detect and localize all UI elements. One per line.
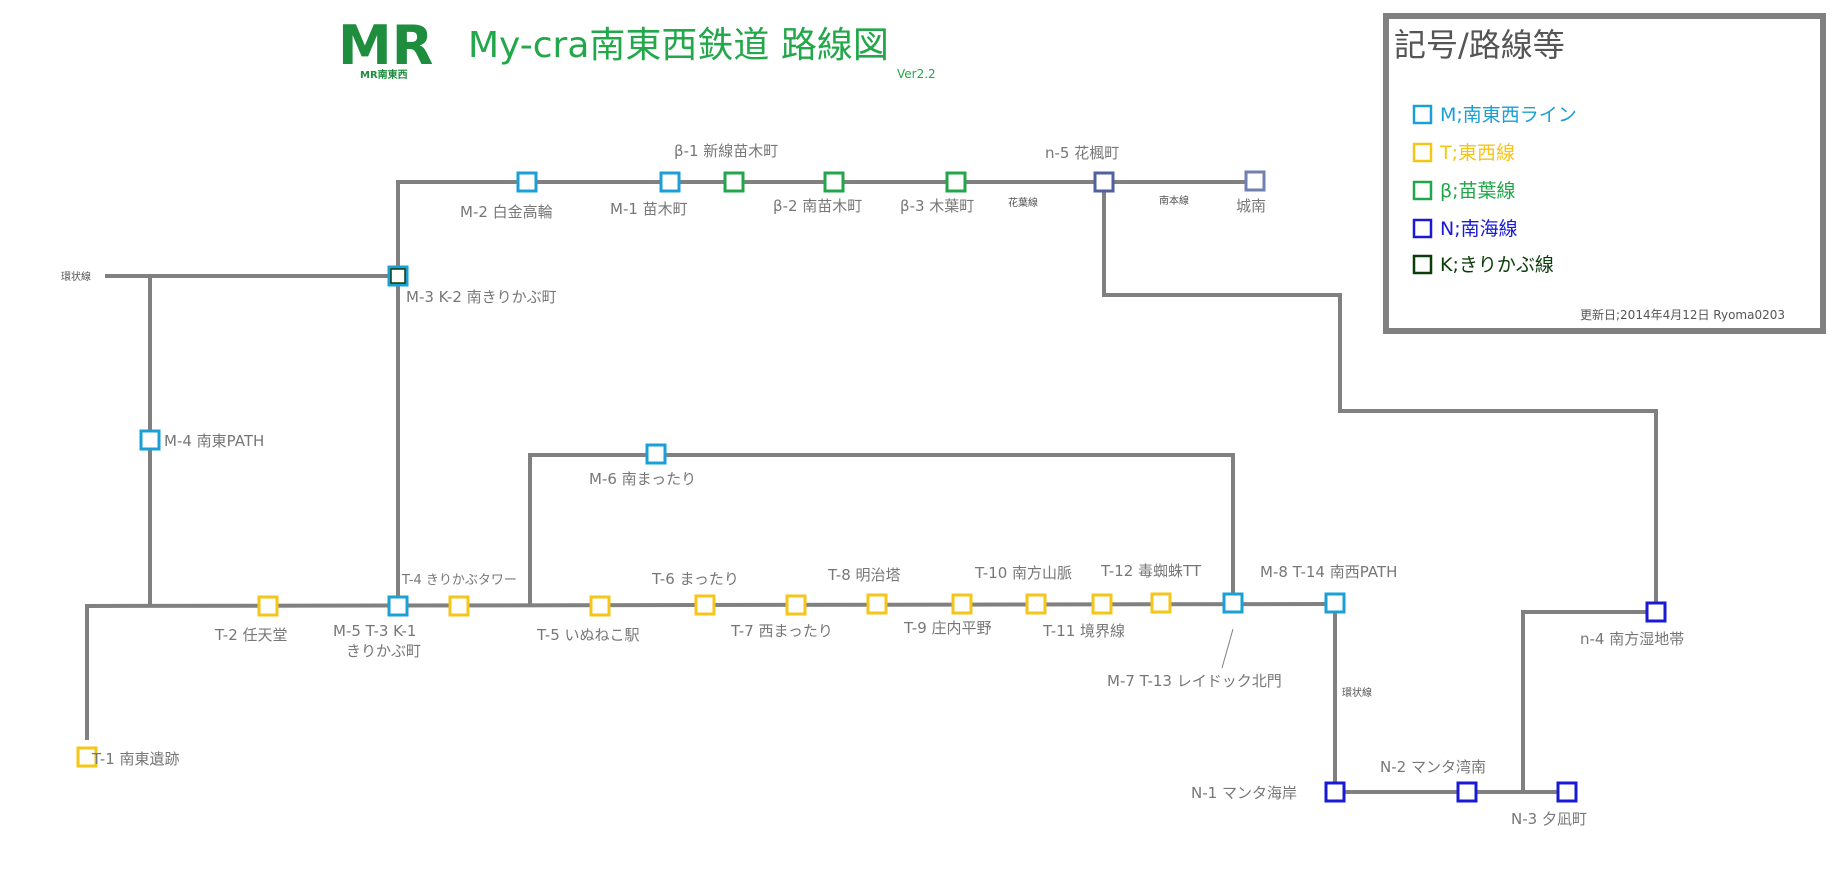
- station-m7t13[interactable]: [1222, 592, 1244, 614]
- station-m4[interactable]: [139, 429, 161, 451]
- station-t4[interactable]: [448, 595, 470, 617]
- station-b1[interactable]: [723, 171, 745, 193]
- label-t2: T-2 任天堂: [214, 626, 288, 644]
- track-lines: [85, 180, 1658, 794]
- label-t7: T-7 西まったり: [730, 622, 833, 640]
- leader-m7: [1221, 628, 1234, 669]
- legend-frame: [1383, 13, 1826, 334]
- legend-updated: 更新日;2014年4月12日 Ryoma0203: [1580, 307, 1785, 322]
- label-n2: N-2 マンタ湾南: [1380, 758, 1486, 776]
- track-n5-n4: [1102, 182, 1658, 612]
- label-m5t3k1-b: きりかぶ町: [346, 642, 421, 660]
- label-m1: M-1 苗木町: [610, 200, 688, 218]
- label-n1: N-1 マンタ海岸: [1191, 784, 1297, 802]
- legend-swatch-b: [1412, 180, 1433, 201]
- track-n3-n4: [1521, 610, 1656, 792]
- label-m4: M-4 南東PATH: [164, 432, 264, 450]
- legend-swatch-t: [1412, 142, 1433, 163]
- label-t5: T-5 いぬねこ駅: [536, 626, 640, 644]
- label-t8: T-8 明治塔: [827, 566, 901, 584]
- legend: 記号/路線等 M;南東西ライン T;東西線 β;苗葉線 N;南海線 K;きりかぶ…: [1383, 13, 1826, 334]
- station-m1[interactable]: [659, 171, 681, 193]
- station-b3[interactable]: [945, 171, 967, 193]
- label-nanhon: 南本線: [1159, 194, 1189, 207]
- station-t6[interactable]: [694, 594, 716, 616]
- label-n5: n-5 花楓町: [1045, 144, 1119, 162]
- legend-item-t: T;東西線: [1439, 142, 1515, 164]
- label-t4: T-4 きりかぶタワー: [401, 573, 517, 588]
- station-n4[interactable]: [1645, 601, 1667, 623]
- label-kanjo-left: 環状線: [61, 270, 91, 283]
- station-t7[interactable]: [785, 594, 807, 616]
- station-t2[interactable]: [257, 595, 279, 617]
- label-n3: N-3 夕凪町: [1511, 810, 1587, 828]
- label-hanaba: 花葉線: [1008, 196, 1038, 209]
- label-t1: T-1 南東遺跡: [91, 750, 180, 768]
- station-t10[interactable]: [1025, 593, 1047, 615]
- track-m6-loop: [528, 453, 1235, 606]
- station-n5[interactable]: [1093, 171, 1115, 193]
- page-title: My-cra南東西鉄道 路線図: [468, 25, 889, 66]
- label-t11: T-11 境界線: [1042, 622, 1125, 640]
- label-jonan: 城南: [1236, 197, 1266, 215]
- label-m6: M-6 南まったり: [589, 470, 696, 488]
- label-b1: β-1 新線苗木町: [674, 142, 778, 160]
- logo-subtitle: MR南東西: [360, 68, 408, 81]
- version-label: Ver2.2: [897, 67, 936, 81]
- label-m8t14: M-8 T-14 南西PATH: [1260, 563, 1397, 581]
- logo: MR MR南東西: [338, 14, 433, 81]
- station-jonan[interactable]: [1244, 170, 1266, 192]
- station-t12[interactable]: [1150, 592, 1172, 614]
- station-m2[interactable]: [516, 171, 538, 193]
- label-m3k2: M-3 K-2 南きりかぶ町: [406, 288, 557, 306]
- station-b2[interactable]: [823, 171, 845, 193]
- label-m5t3k1-a: M-5 T-3 K-1: [333, 622, 416, 640]
- station-t9[interactable]: [951, 593, 973, 615]
- legend-item-n: N;南海線: [1440, 218, 1518, 240]
- station-t1[interactable]: [76, 746, 98, 768]
- legend-item-b: β;苗葉線: [1440, 180, 1516, 202]
- station-t8[interactable]: [866, 593, 888, 615]
- legend-swatch-n: [1412, 218, 1433, 239]
- label-kanjo-right: 環状線: [1342, 686, 1372, 699]
- label-m7t13: M-7 T-13 レイドック北門: [1107, 672, 1282, 690]
- label-t9: T-9 庄内平野: [903, 619, 992, 637]
- station-m8t14[interactable]: [1324, 592, 1346, 614]
- label-t10: T-10 南方山脈: [974, 564, 1072, 582]
- line-name-labels: 環状線 花葉線 南本線 環状線: [61, 194, 1372, 699]
- station-n1[interactable]: [1324, 781, 1346, 803]
- station-n2[interactable]: [1456, 781, 1478, 803]
- legend-swatch-k: [1412, 254, 1433, 275]
- legend-item-m: M;南東西ライン: [1440, 104, 1577, 126]
- station-t5[interactable]: [589, 595, 611, 617]
- track-main: [85, 602, 1336, 740]
- label-b2: β-2 南苗木町: [773, 197, 862, 215]
- station-labels: β-1 新線苗木町 n-5 花楓町 M-2 白金高輪 M-1 苗木町 β-2 南…: [91, 142, 1684, 828]
- label-b3: β-3 木葉町: [900, 197, 974, 215]
- legend-swatch-m: [1412, 104, 1433, 125]
- label-t12: T-12 毒蜘蛛TT: [1100, 562, 1202, 580]
- legend-item-k: K;きりかぶ線: [1440, 254, 1554, 276]
- track-top: [396, 180, 1251, 185]
- label-n4: n-4 南方湿地帯: [1580, 630, 1684, 648]
- station-m5t3k1[interactable]: [387, 595, 409, 617]
- label-t6: T-6 まったり: [651, 570, 739, 588]
- stations: [76, 170, 1667, 803]
- station-t11[interactable]: [1091, 593, 1113, 615]
- station-m3k2-inner: [390, 268, 406, 284]
- label-m2: M-2 白金高輪: [460, 203, 553, 221]
- station-n3[interactable]: [1556, 781, 1578, 803]
- station-m6[interactable]: [645, 443, 667, 465]
- legend-title: 記号/路線等: [1394, 26, 1565, 64]
- logo-mark: MR: [338, 14, 433, 77]
